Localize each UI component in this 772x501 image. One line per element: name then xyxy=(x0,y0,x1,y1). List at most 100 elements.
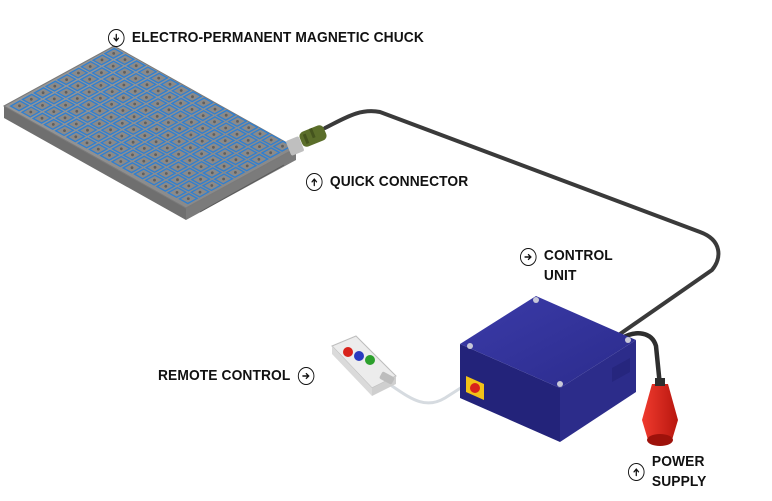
pole-hole xyxy=(164,184,168,188)
pole-hole xyxy=(281,144,284,148)
pole-hole xyxy=(224,113,228,117)
pole-hole xyxy=(119,147,123,151)
pole-hole xyxy=(257,157,261,161)
pole-hole xyxy=(41,104,44,107)
pole-hole xyxy=(189,146,192,150)
pole-hole xyxy=(167,108,171,112)
pole-hole xyxy=(119,160,123,163)
pole-hole xyxy=(40,116,44,120)
pole-hole xyxy=(235,145,238,149)
pole-hole xyxy=(51,123,55,126)
pole-hole xyxy=(141,172,145,176)
pole-hole xyxy=(212,133,216,136)
pole-grid xyxy=(9,47,293,205)
pole-hole xyxy=(108,153,111,157)
pole-hole xyxy=(156,102,160,105)
pole-hole xyxy=(202,101,206,105)
pole-hole xyxy=(77,71,80,75)
pole-hole xyxy=(100,58,104,62)
main-cable xyxy=(323,109,721,336)
pole-hole xyxy=(142,159,146,163)
pole-hole xyxy=(167,121,170,124)
pole-hole xyxy=(235,132,239,136)
pole-hole xyxy=(96,147,100,151)
pole-hole xyxy=(122,96,125,100)
pole-hole xyxy=(175,191,179,194)
pole-hole xyxy=(97,135,101,138)
pole-hole xyxy=(168,95,171,99)
pole-hole xyxy=(110,90,114,93)
pole-hole xyxy=(201,126,205,130)
pole-hole xyxy=(156,89,160,93)
pole-hole xyxy=(178,114,182,118)
chuck-label-text: ELECTRO-PERMANENT MAGNETIC CHUCK xyxy=(131,29,424,46)
pole-hole xyxy=(123,70,126,74)
pole-hole xyxy=(166,133,170,137)
pole-hole xyxy=(146,70,149,74)
pole-hole xyxy=(29,97,33,101)
pole-hole xyxy=(234,158,238,162)
control-unit xyxy=(460,296,636,442)
power-plug xyxy=(642,378,678,446)
pole-hole xyxy=(210,171,214,175)
pole-hole xyxy=(213,107,217,111)
pole-hole xyxy=(145,83,149,87)
pole-hole xyxy=(179,89,183,92)
pole-hole xyxy=(87,90,91,94)
pole-hole xyxy=(168,82,172,86)
pole-hole xyxy=(176,178,179,182)
pole-hole xyxy=(122,83,126,87)
pole-hole xyxy=(111,77,115,81)
arrow-down-circle-icon xyxy=(108,29,125,47)
pole-hole xyxy=(258,132,262,136)
magnetic-chuck xyxy=(2,45,298,220)
pole-hole xyxy=(29,110,33,114)
pole-hole xyxy=(269,151,273,155)
pole-hole xyxy=(246,151,250,155)
arrow-right-circle-icon xyxy=(297,367,315,385)
pole-hole xyxy=(120,134,124,138)
pole-hole xyxy=(189,133,193,137)
pole-hole xyxy=(191,95,194,99)
pole-hole xyxy=(88,65,92,68)
pole-hole xyxy=(120,121,124,125)
pole-hole xyxy=(246,139,250,142)
pole-hole xyxy=(130,166,134,170)
pole-hole xyxy=(190,120,193,124)
pole-hole xyxy=(76,84,80,88)
pole-hole xyxy=(144,108,148,112)
pole-hole xyxy=(63,116,67,120)
pole-hole xyxy=(64,90,68,94)
remote-label: REMOTE CONTROL xyxy=(158,366,315,386)
pole-hole xyxy=(188,159,192,162)
pole-hole xyxy=(111,64,115,68)
pole-hole xyxy=(223,139,227,143)
pole-hole xyxy=(199,165,203,169)
pole-hole xyxy=(145,96,148,99)
pole-hole xyxy=(52,110,56,113)
pole-hole xyxy=(86,128,89,132)
pole-hole xyxy=(234,171,237,174)
pole-hole xyxy=(98,109,102,113)
quick-connector xyxy=(286,125,327,156)
pole-hole xyxy=(52,97,56,101)
pole-hole xyxy=(64,103,67,107)
pole-hole xyxy=(133,89,137,93)
pole-hole xyxy=(41,91,45,95)
pole-hole xyxy=(109,128,112,132)
pole-hole xyxy=(75,97,79,100)
pole-hole xyxy=(87,103,90,107)
arrow-up-circle-icon xyxy=(628,463,645,481)
control-label-line1: CONTROL xyxy=(543,247,613,264)
pole-hole xyxy=(108,141,112,145)
pole-hole xyxy=(198,190,202,194)
pole-hole xyxy=(74,135,78,139)
arrow-up-circle-icon xyxy=(306,173,323,191)
pole-hole xyxy=(155,115,159,118)
remote-label-text: REMOTE CONTROL xyxy=(158,367,291,384)
pole-hole xyxy=(88,77,92,81)
pole-hole xyxy=(153,165,157,169)
pole-hole xyxy=(200,152,204,156)
pole-hole xyxy=(186,197,190,201)
